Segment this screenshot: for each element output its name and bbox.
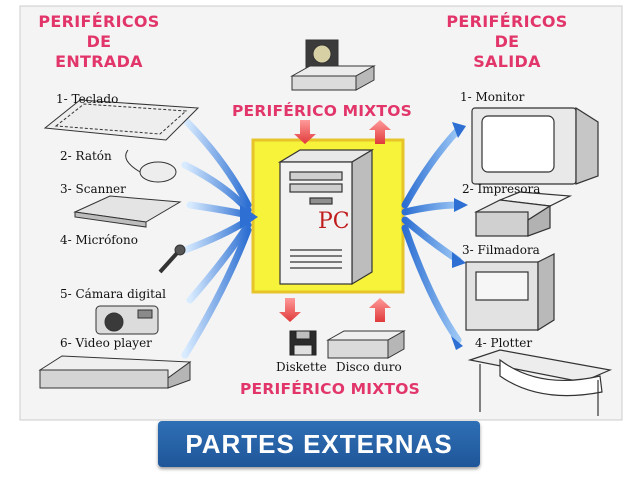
input-device-label: 2- Ratón — [60, 149, 112, 163]
filmadora-icon — [465, 253, 555, 332]
arrow-camara — [186, 221, 252, 304]
plotter-icon — [467, 349, 613, 416]
arrowhead-monitor — [452, 122, 466, 138]
arrowhead-plotter — [451, 336, 463, 350]
video-player-icon — [38, 355, 192, 389]
input-device-label: 6- Video player — [60, 336, 152, 350]
red-arrow-bottom-up — [369, 298, 391, 322]
arrow-plotter — [401, 224, 462, 344]
arrow-raton — [181, 161, 252, 214]
external-drive-icon — [290, 39, 376, 91]
monitor-icon — [471, 106, 599, 185]
printer-icon — [474, 191, 573, 237]
input-device-label: 1- Teclado — [56, 92, 119, 106]
arrow-video — [181, 226, 252, 359]
input-header-line-1: PERIFÉRICOS — [38, 12, 160, 31]
input-header-line-2: DE — [86, 32, 112, 51]
arrow-monitor — [401, 126, 462, 209]
input-arrowhead — [240, 205, 258, 229]
mouse-icon — [125, 149, 177, 183]
red-arrow-top-down — [294, 120, 316, 144]
output-device-label: 1- Monitor — [460, 90, 525, 104]
output-header-line-2: DE — [494, 32, 520, 51]
scanner-icon — [73, 195, 182, 228]
mixed-device-label: Disco duro — [336, 360, 402, 374]
input-device-label: 5- Cámara digital — [60, 287, 166, 301]
arrowhead-impresora — [454, 198, 468, 212]
hard-disk-icon — [326, 330, 406, 359]
output-device-label: 2- Impresora — [462, 182, 541, 196]
arrowhead-filmadora — [452, 252, 466, 268]
output-header-line-3: SALIDA — [473, 52, 541, 71]
arrow-teclado — [181, 116, 252, 209]
output-header-line-1: PERIFÉRICOS — [446, 12, 568, 31]
input-header-line-3: ENTRADA — [55, 52, 143, 71]
output-peripherals-header: PERIFÉRICOS DE SALIDA — [432, 12, 582, 72]
mixed-peripherals-header-top: PERIFÉRICO MIXTOS — [232, 102, 412, 120]
diskette-icon — [289, 330, 317, 356]
mixed-peripherals-header-bottom: PERIFÉRICO MIXTOS — [240, 380, 420, 398]
mixed-device-label: Diskette — [276, 360, 327, 374]
input-device-label: 3- Scanner — [60, 182, 126, 196]
input-device-label: 4- Micrófono — [60, 233, 138, 247]
keyboard-icon — [43, 99, 200, 141]
camera-icon — [95, 305, 159, 335]
output-device-label: 3- Filmadora — [462, 243, 540, 257]
red-arrow-top-up — [369, 120, 391, 144]
pc-tower-icon — [277, 148, 375, 286]
footer-title-banner: PARTES EXTERNAS — [158, 421, 480, 467]
microphone-icon — [158, 244, 186, 274]
mixed-arrows — [279, 120, 391, 322]
input-peripherals-header: PERIFÉRICOS DE ENTRADA — [24, 12, 174, 72]
pc-label: PC — [318, 209, 350, 234]
red-arrow-bottom-down — [279, 298, 301, 322]
output-device-label: 4- Plotter — [475, 336, 533, 350]
